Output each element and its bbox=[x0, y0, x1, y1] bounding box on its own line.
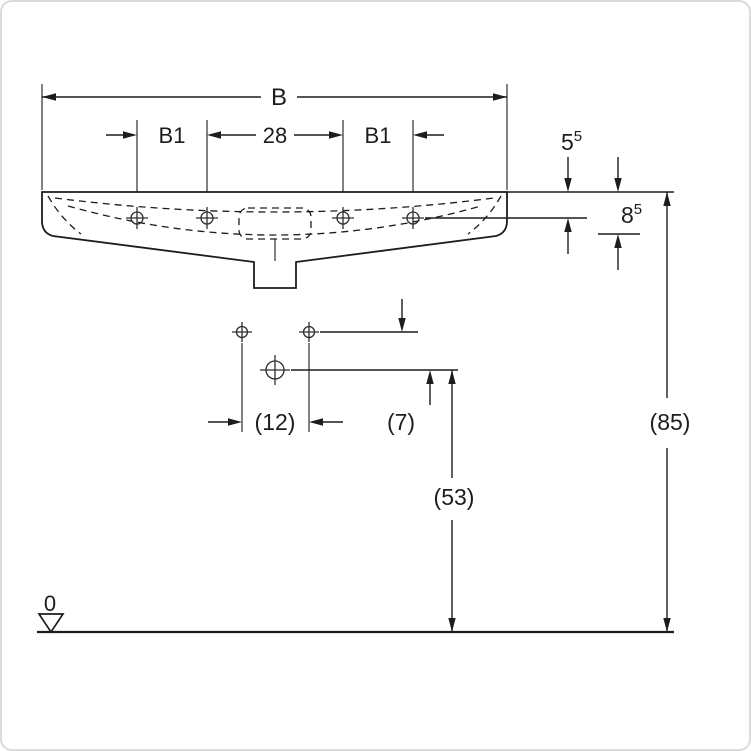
dim-b1-right: B1 bbox=[365, 123, 444, 148]
arrowhead-icon bbox=[207, 131, 221, 139]
dim-label-b1-right: B1 bbox=[365, 123, 392, 148]
basin-corner-contour-right bbox=[467, 195, 502, 235]
dim-tap-holes-row: B1 28 B1 bbox=[106, 120, 444, 207]
dim-overall-width: B bbox=[41, 84, 508, 190]
arrowhead-icon bbox=[309, 418, 323, 426]
tap-hole-marker-4 bbox=[402, 207, 424, 229]
arrowhead-down-icon bbox=[448, 618, 456, 632]
basin-bowl-contour bbox=[67, 205, 482, 236]
arrowhead-down-icon bbox=[398, 318, 406, 332]
dim-label-28: 28 bbox=[263, 123, 287, 148]
dim-7: (7) bbox=[387, 299, 434, 435]
tap-hole-marker-3 bbox=[332, 207, 354, 229]
dim-label-85: (85) bbox=[650, 409, 691, 435]
dim-label-b: B bbox=[271, 84, 287, 111]
arrowhead-right-icon bbox=[493, 93, 507, 101]
fixing-hole-marker-right bbox=[299, 322, 319, 342]
dim-53: (53) bbox=[434, 370, 475, 632]
dim-28: 28 bbox=[207, 123, 343, 148]
datum-zero-label: 0 bbox=[44, 591, 56, 616]
washbasin-outline bbox=[41, 191, 508, 289]
arrowhead-icon bbox=[329, 131, 343, 139]
datum: 0 bbox=[37, 591, 674, 634]
dim-5-5: 55 bbox=[561, 128, 582, 254]
dim-b1-left: B1 bbox=[106, 123, 185, 148]
arrowhead-down-icon bbox=[564, 178, 572, 192]
dim-8-5: 85 bbox=[614, 157, 642, 270]
tap-hole-marker-2 bbox=[196, 207, 218, 229]
datum-triangle-icon bbox=[37, 613, 65, 634]
arrowhead-left-icon bbox=[42, 93, 56, 101]
dim-label-7: (7) bbox=[387, 409, 415, 435]
basin-inner-rim-contour bbox=[54, 197, 495, 213]
arrowhead-down-icon bbox=[663, 618, 671, 632]
dim-85: (85) bbox=[650, 192, 691, 632]
fixing-and-drain-cluster: (12) (7) bbox=[208, 299, 458, 435]
arrowhead-up-icon bbox=[426, 370, 434, 384]
fixing-hole-marker-left bbox=[232, 322, 252, 342]
arrowhead-icon bbox=[413, 131, 427, 139]
dim-label-5-5: 55 bbox=[561, 128, 582, 155]
arrowhead-icon bbox=[123, 131, 137, 139]
drain-position-marker bbox=[260, 355, 290, 385]
dim-label-8-5: 85 bbox=[621, 201, 642, 228]
dim-label-53: (53) bbox=[434, 484, 475, 510]
arrowhead-up-icon bbox=[614, 234, 622, 248]
dim-label-b1-left: B1 bbox=[159, 123, 186, 148]
basin-corner-contour-left bbox=[47, 195, 82, 235]
dim-12: (12) bbox=[208, 409, 343, 435]
dim-label-12: (12) bbox=[255, 409, 296, 435]
arrowhead-down-icon bbox=[614, 178, 622, 192]
arrowhead-icon bbox=[228, 418, 242, 426]
tap-hole-marker-1 bbox=[126, 207, 148, 229]
dim-right-side: 55 85 bbox=[425, 128, 674, 270]
arrowhead-up-icon bbox=[564, 218, 572, 232]
